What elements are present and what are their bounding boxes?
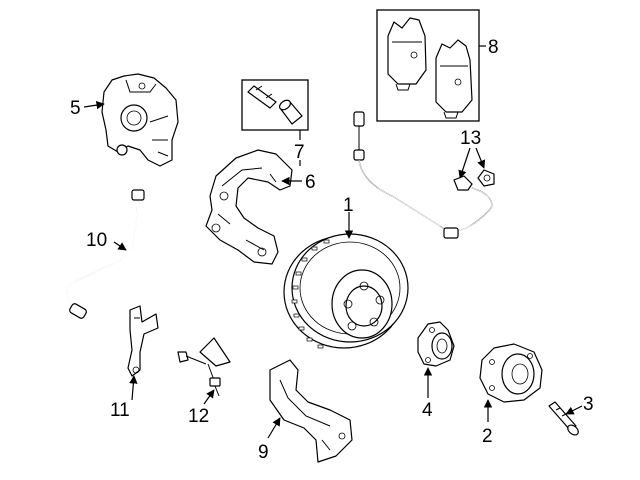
- callout-labels: 1 2 3 4 5 6 7 8 9 10 11 12 13: [70, 37, 594, 463]
- wheel-bearing: [417, 321, 455, 367]
- callout-3: 3: [583, 394, 594, 415]
- callout-12: 12: [188, 406, 209, 427]
- callout-2: 2: [482, 426, 493, 447]
- callout-8: 8: [488, 37, 499, 58]
- callout-10: 10: [86, 230, 107, 251]
- leader-lines: [83, 45, 583, 439]
- callout-7: 7: [294, 142, 305, 163]
- caliper-bracket: [205, 149, 293, 265]
- guide-pin-kit-frame: [241, 79, 309, 131]
- brake-pads: [376, 9, 480, 122]
- wheel-bolt: [548, 401, 579, 436]
- callout-11: 11: [110, 400, 130, 421]
- splash-shield: [269, 359, 353, 463]
- sensor-part-12: [177, 337, 231, 397]
- brake-caliper: [101, 73, 179, 167]
- callout-6: 6: [305, 172, 316, 193]
- callout-5: 5: [70, 98, 81, 119]
- callout-1: 1: [343, 195, 354, 216]
- callout-13: 13: [460, 128, 481, 149]
- hose-bracket: [127, 305, 159, 377]
- guide-pin-kit: [241, 79, 309, 131]
- brake-pads-frame: [376, 9, 480, 122]
- callout-9: 9: [258, 442, 269, 463]
- brake-hose: [66, 189, 145, 319]
- brake-rotor: [283, 233, 409, 349]
- callout-4: 4: [422, 400, 433, 421]
- wheel-hub: [479, 343, 543, 403]
- rotor-vents: [291, 239, 330, 349]
